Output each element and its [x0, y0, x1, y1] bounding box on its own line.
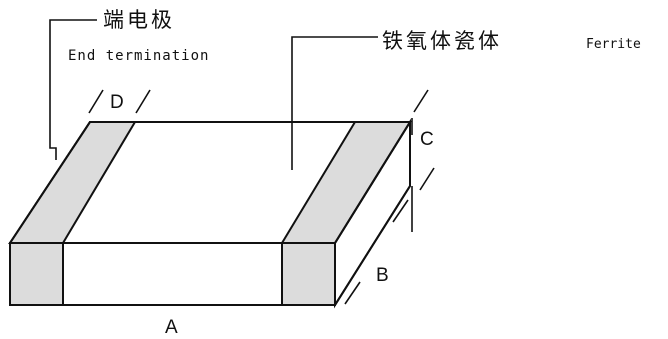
d-mark-left	[88, 89, 104, 114]
end-termination-leader	[49, 19, 97, 160]
end-termination-en-label: End termination	[68, 48, 209, 64]
b-mark-top	[392, 199, 409, 223]
top-right-edge	[333, 120, 412, 245]
b-mark-bottom	[344, 281, 361, 305]
dimension-b-label: B	[376, 265, 389, 286]
dimension-c-label: C	[420, 129, 434, 150]
c-mark-top	[413, 89, 429, 113]
dimension-a-label: A	[165, 317, 178, 338]
left-termination-front	[9, 242, 64, 306]
d-mark-right	[135, 89, 151, 114]
dimension-d-label: D	[110, 92, 124, 113]
ferrite-cn-label: 铁氧体瓷体	[382, 29, 502, 53]
front-face	[9, 242, 336, 306]
ferrite-en-label: Ferrite	[586, 37, 641, 52]
ferrite-leader	[291, 36, 378, 170]
end-termination-cn-label: 端电极	[103, 8, 175, 32]
right-termination-front	[281, 242, 336, 306]
c-mark-bottom	[419, 167, 435, 191]
